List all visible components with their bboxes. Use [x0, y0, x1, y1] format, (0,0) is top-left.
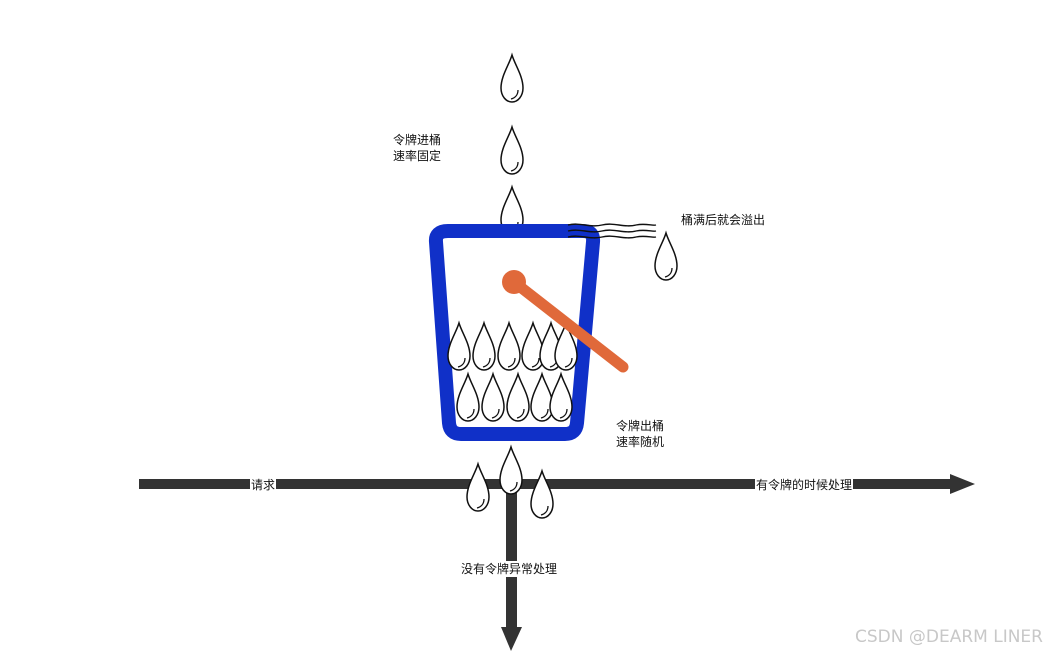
bucket-icon: [428, 224, 601, 441]
token-drop-icon: [500, 54, 524, 103]
request-label: 请求: [250, 477, 277, 493]
token-in-rate-label: 令牌进桶 速率固定: [393, 132, 441, 164]
token-out-line2: 速率随机: [616, 435, 665, 449]
overflow-wave-lines: [567, 223, 657, 239]
token-drop-icon: [499, 446, 523, 495]
token-in-line2: 速率固定: [393, 149, 442, 163]
lever-icon: [502, 270, 629, 373]
token-drop-icon: [500, 126, 524, 175]
no-token-label: 没有令牌异常处理: [460, 561, 559, 577]
overflow-drop-icon: [654, 232, 678, 281]
token-in-line1: 令牌进桶: [393, 133, 442, 147]
rejection-flow-arrow: [501, 488, 522, 651]
has-token-label: 有令牌的时候处理: [755, 477, 854, 493]
token-out-line1: 令牌出桶: [616, 419, 665, 433]
token-drop-icon: [466, 463, 490, 512]
watermark: CSDN @DEARM LINER: [855, 627, 1043, 647]
overflow-label: 桶满后就会溢出: [681, 213, 766, 227]
token-out-rate-label: 令牌出桶 速率随机: [616, 418, 664, 450]
incoming-token-drops: [500, 54, 524, 235]
token-drop-icon: [530, 470, 554, 519]
